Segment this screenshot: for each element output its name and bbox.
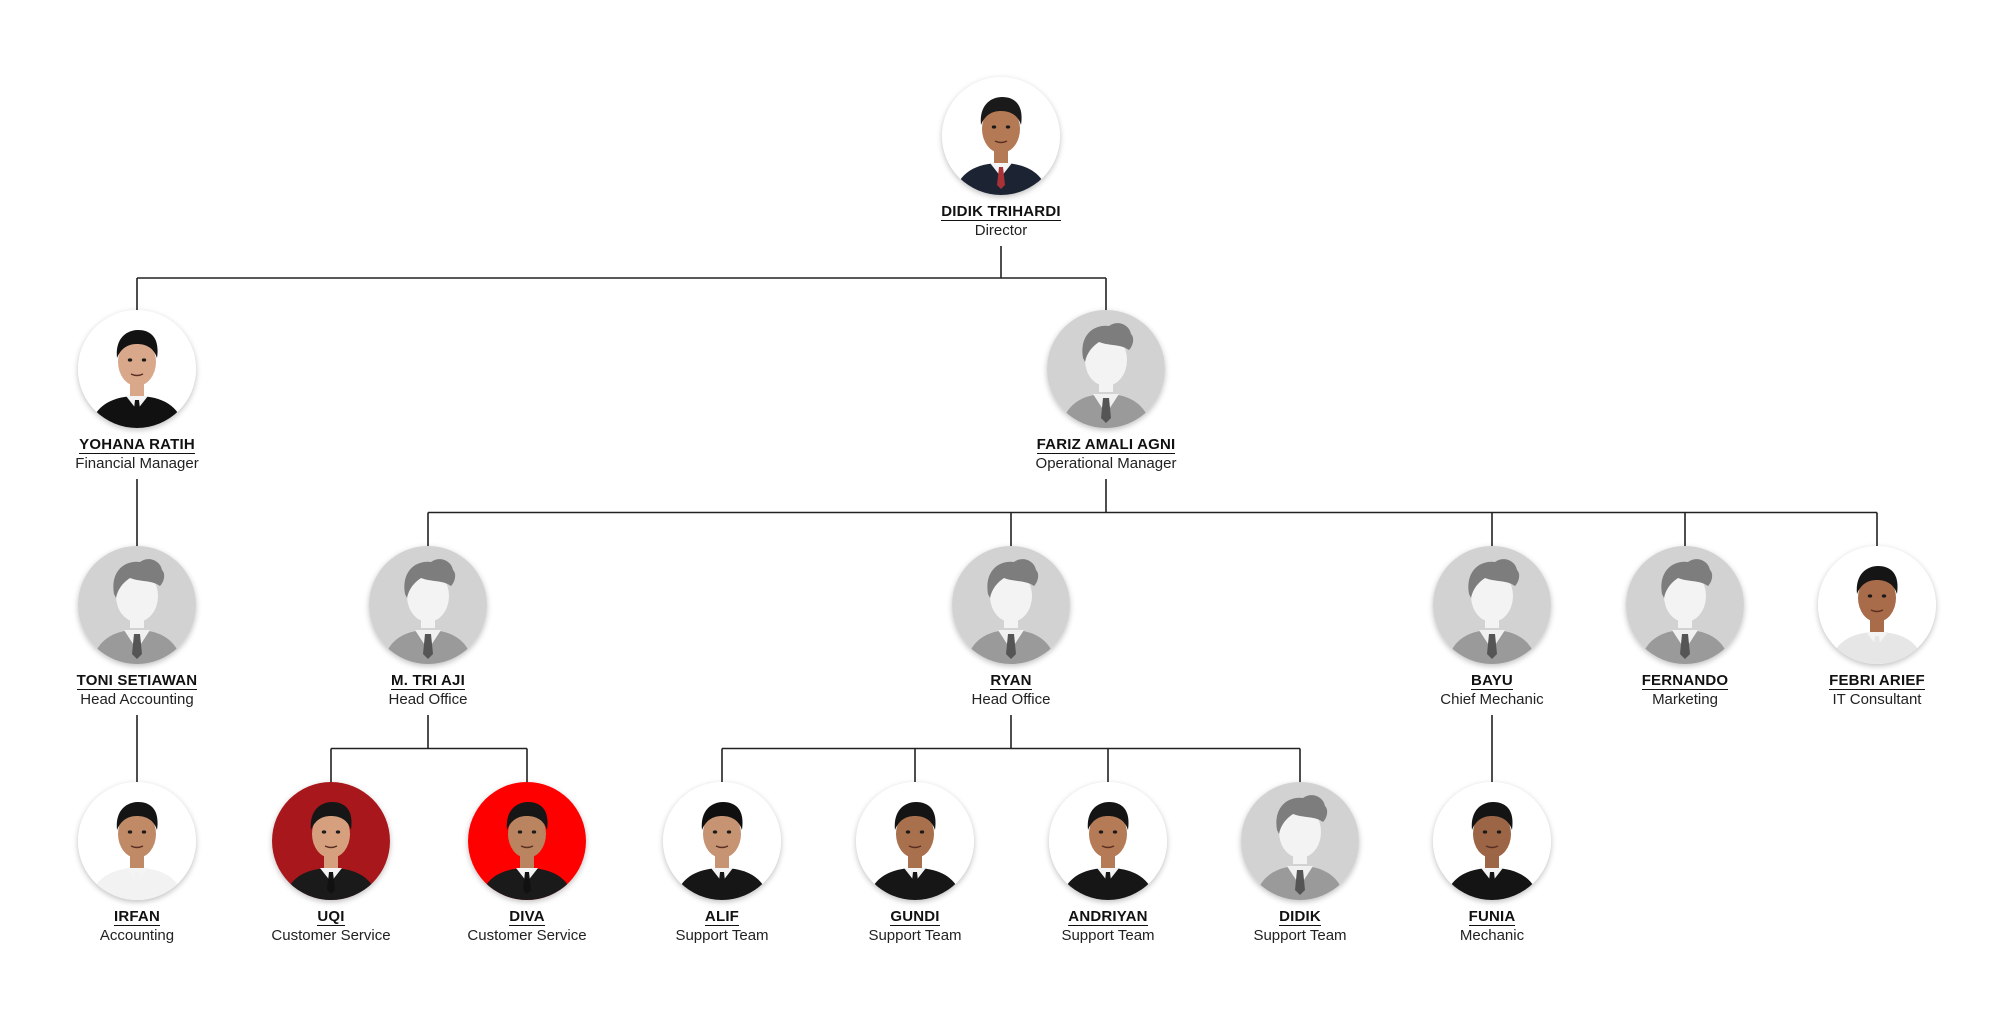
person-name: M. TRI AJI — [391, 672, 465, 690]
node-diva: DIVA Customer Service — [427, 782, 627, 945]
node-funia: FUNIA Mechanic — [1392, 782, 1592, 945]
avatar — [856, 782, 974, 900]
node-andriyan: ANDRIYAN Support Team — [1008, 782, 1208, 945]
node-didik-trihardi: DIDIK TRIHARDI Director — [901, 77, 1101, 240]
avatar — [942, 77, 1060, 195]
avatar — [78, 782, 196, 900]
person-title: Operational Manager — [1035, 455, 1177, 472]
person-photo — [1049, 782, 1167, 900]
person-name: DIDIK — [1279, 908, 1321, 926]
person-name: UQI — [317, 908, 345, 926]
placeholder-avatar-icon — [369, 546, 487, 664]
person-name: YOHANA RATIH — [79, 436, 195, 454]
person-title: Chief Mechanic — [1440, 691, 1544, 708]
placeholder-avatar-icon — [1626, 546, 1744, 664]
avatar — [1818, 546, 1936, 664]
person-photo — [468, 782, 586, 900]
avatar — [952, 546, 1070, 664]
person-name: ANDRIYAN — [1068, 908, 1148, 926]
person-name: FEBRI ARIEF — [1829, 672, 1925, 690]
person-name: DIDIK TRIHARDI — [941, 203, 1061, 221]
placeholder-avatar-icon — [1241, 782, 1359, 900]
node-yohana-ratih: YOHANA RATIH Financial Manager — [37, 310, 237, 473]
person-title: Head Accounting — [80, 691, 194, 708]
node-fernando: FERNANDO Marketing — [1585, 546, 1785, 709]
person-title: Support Team — [1253, 927, 1347, 944]
person-photo — [942, 77, 1060, 195]
node-alif: ALIF Support Team — [622, 782, 822, 945]
node-febri-arief: FEBRI ARIEF IT Consultant — [1777, 546, 1977, 709]
person-name: FARIZ AMALI AGNI — [1036, 436, 1176, 454]
avatar — [78, 310, 196, 428]
person-name: GUNDI — [890, 908, 940, 926]
person-name: TONI SETIAWAN — [76, 672, 198, 690]
node-m-tri-aji: M. TRI AJI Head Office — [328, 546, 528, 709]
avatar — [1241, 782, 1359, 900]
placeholder-avatar-icon — [78, 546, 196, 664]
person-title: Accounting — [99, 927, 175, 944]
person-title: Marketing — [1652, 691, 1718, 708]
node-didik: DIDIK Support Team — [1200, 782, 1400, 945]
person-photo — [1433, 782, 1551, 900]
placeholder-avatar-icon — [952, 546, 1070, 664]
avatar — [78, 546, 196, 664]
avatar — [1433, 782, 1551, 900]
person-title: Customer Service — [271, 927, 391, 944]
person-title: Support Team — [1061, 927, 1155, 944]
person-name: BAYU — [1471, 672, 1513, 690]
node-ryan: RYAN Head Office — [911, 546, 1111, 709]
node-uqi: UQI Customer Service — [231, 782, 431, 945]
person-title: Head Office — [971, 691, 1051, 708]
node-toni-setiawan: TONI SETIAWAN Head Accounting — [37, 546, 237, 709]
avatar — [1047, 310, 1165, 428]
person-photo — [1818, 546, 1936, 664]
person-title: Customer Service — [467, 927, 587, 944]
person-title: IT Consultant — [1832, 691, 1922, 708]
placeholder-avatar-icon — [1047, 310, 1165, 428]
node-bayu: BAYU Chief Mechanic — [1392, 546, 1592, 709]
person-name: RYAN — [990, 672, 1032, 690]
person-photo — [78, 310, 196, 428]
avatar — [272, 782, 390, 900]
avatar — [663, 782, 781, 900]
node-fariz-amali-agni: FARIZ AMALI AGNI Operational Manager — [1006, 310, 1206, 473]
person-name: ALIF — [704, 908, 740, 926]
person-photo — [663, 782, 781, 900]
person-name: FERNANDO — [1641, 672, 1729, 690]
node-irfan: IRFAN Accounting — [37, 782, 237, 945]
person-title: Support Team — [675, 927, 769, 944]
person-name: FUNIA — [1468, 908, 1516, 926]
avatar — [468, 782, 586, 900]
person-photo — [856, 782, 974, 900]
node-gundi: GUNDI Support Team — [815, 782, 1015, 945]
person-title: Support Team — [868, 927, 962, 944]
avatar — [1626, 546, 1744, 664]
avatar — [1433, 546, 1551, 664]
person-photo — [272, 782, 390, 900]
person-name: IRFAN — [114, 908, 160, 926]
person-photo — [78, 782, 196, 900]
person-title: Financial Manager — [75, 455, 199, 472]
placeholder-avatar-icon — [1433, 546, 1551, 664]
person-title: Head Office — [388, 691, 468, 708]
person-name: DIVA — [509, 908, 545, 926]
avatar — [1049, 782, 1167, 900]
avatar — [369, 546, 487, 664]
person-title: Mechanic — [1459, 927, 1525, 944]
person-title: Director — [974, 222, 1028, 239]
